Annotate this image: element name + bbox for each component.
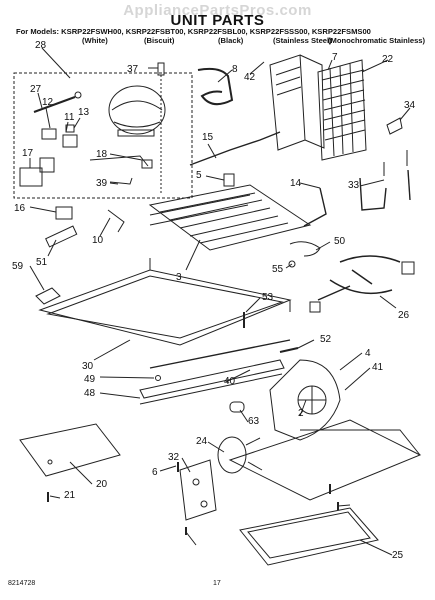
callout-6: 6 xyxy=(152,467,158,478)
callout-26: 26 xyxy=(398,310,410,321)
callout-51: 51 xyxy=(36,257,48,268)
insulator-panel-20 xyxy=(19,423,121,477)
callout-32: 32 xyxy=(168,452,180,463)
callout-24: 24 xyxy=(196,436,208,447)
callout-59: 59 xyxy=(12,261,24,272)
callout-12: 12 xyxy=(42,97,54,108)
callout-8: 8 xyxy=(232,64,238,75)
callout-10: 10 xyxy=(92,235,104,246)
variant-stainless: (Stainless Steel) xyxy=(273,36,332,45)
models-line: For Models: KSRP22FSWH00, KSRP22FSBT00, … xyxy=(16,27,371,36)
callout-42: 42 xyxy=(244,72,256,83)
compressor-body xyxy=(108,85,166,135)
variant-black: (Black) xyxy=(218,36,244,45)
callout-2: 2 xyxy=(298,408,304,419)
callout-11: 11 xyxy=(64,112,75,123)
callout-13: 13 xyxy=(78,107,90,118)
callout-50: 50 xyxy=(334,236,346,247)
callout-30: 30 xyxy=(82,361,94,372)
page-title: UNIT PARTS xyxy=(170,12,265,29)
callout-41: 41 xyxy=(372,362,384,373)
callout-15: 15 xyxy=(202,132,214,143)
variant-biscuit: (Biscuit) xyxy=(144,36,175,45)
callout-52: 52 xyxy=(320,334,332,345)
callout-17: 17 xyxy=(22,148,34,159)
callout-14: 14 xyxy=(290,178,302,189)
page-number: 17 xyxy=(213,580,221,587)
callout-5: 5 xyxy=(196,170,202,181)
callout-49: 49 xyxy=(84,374,96,385)
callout-27: 27 xyxy=(30,84,42,95)
variant-white: (White) xyxy=(82,36,108,45)
callout-3: 3 xyxy=(176,272,182,283)
callout-28: 28 xyxy=(35,40,47,51)
callout-25: 25 xyxy=(392,550,404,561)
variant-monochromatic: (Monochromatic Stainless) xyxy=(328,36,426,45)
callout-53: 53 xyxy=(262,292,274,303)
watermark: AppliancePartsPros.com xyxy=(123,2,312,19)
callout-21: 21 xyxy=(64,490,76,501)
callout-4: 4 xyxy=(365,348,371,359)
callout-22: 22 xyxy=(382,54,394,65)
callout-63: 63 xyxy=(248,416,260,427)
callout-48: 48 xyxy=(84,388,96,399)
compressor-group-box xyxy=(13,72,193,199)
callout-34: 34 xyxy=(404,100,416,111)
callout-7: 7 xyxy=(332,52,338,63)
callout-16: 16 xyxy=(14,203,26,214)
callout-20: 20 xyxy=(96,479,108,490)
callout-39: 39 xyxy=(96,178,108,189)
document-code: 8214728 xyxy=(8,580,36,587)
callout-37: 37 xyxy=(127,64,139,75)
callout-33: 33 xyxy=(348,180,360,191)
callout-40: 40 xyxy=(224,376,236,387)
callout-55: 55 xyxy=(272,264,284,275)
callout-18: 18 xyxy=(96,149,108,160)
